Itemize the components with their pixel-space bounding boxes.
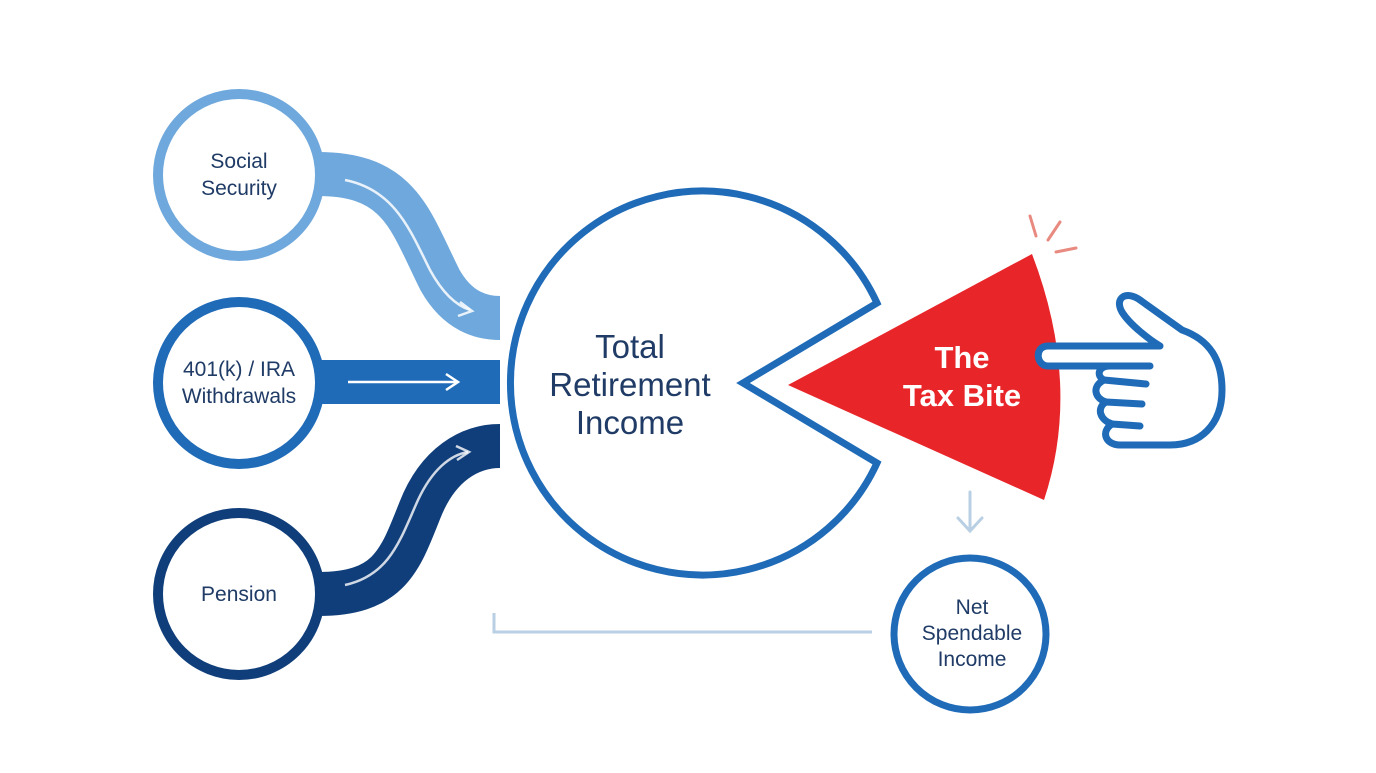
connector-line	[492, 613, 872, 634]
center-label-line-3: Income	[576, 404, 684, 441]
flow-401k-ira	[305, 360, 500, 404]
source-401k-ira: 401(k) / IRA Withdrawals	[153, 297, 325, 469]
net-label-line-1: Net	[956, 596, 989, 619]
net-label-line-2: Spendable	[922, 622, 1022, 645]
center-label-line-1: Total	[595, 328, 665, 365]
tax-label-line-1: The	[934, 340, 989, 375]
center-label-line-2: Retirement	[549, 366, 710, 403]
flow-pension	[317, 424, 502, 616]
source-social-security: Social Security	[153, 89, 325, 261]
source-label-line-2: Withdrawals	[182, 385, 296, 408]
tax-label-line-2: Tax Bite	[903, 378, 1021, 413]
tax-bite-wedge: The Tax Bite	[788, 254, 1061, 500]
source-label-line-2: Security	[201, 177, 277, 200]
pointing-hand-icon	[1034, 292, 1226, 449]
down-arrow-icon	[956, 490, 984, 534]
source-label-line-1: 401(k) / IRA	[183, 358, 295, 381]
burst-icon	[1028, 214, 1078, 254]
source-label-line-1: Pension	[201, 583, 277, 606]
net-label-line-3: Income	[938, 648, 1007, 671]
flow-social-security	[317, 152, 501, 340]
net-income-circle: Net Spendable Income	[890, 554, 1050, 714]
source-pension: Pension	[153, 508, 325, 680]
source-label-line-1: Social	[210, 150, 267, 173]
total-income-circle: Total Retirement Income	[507, 187, 882, 579]
